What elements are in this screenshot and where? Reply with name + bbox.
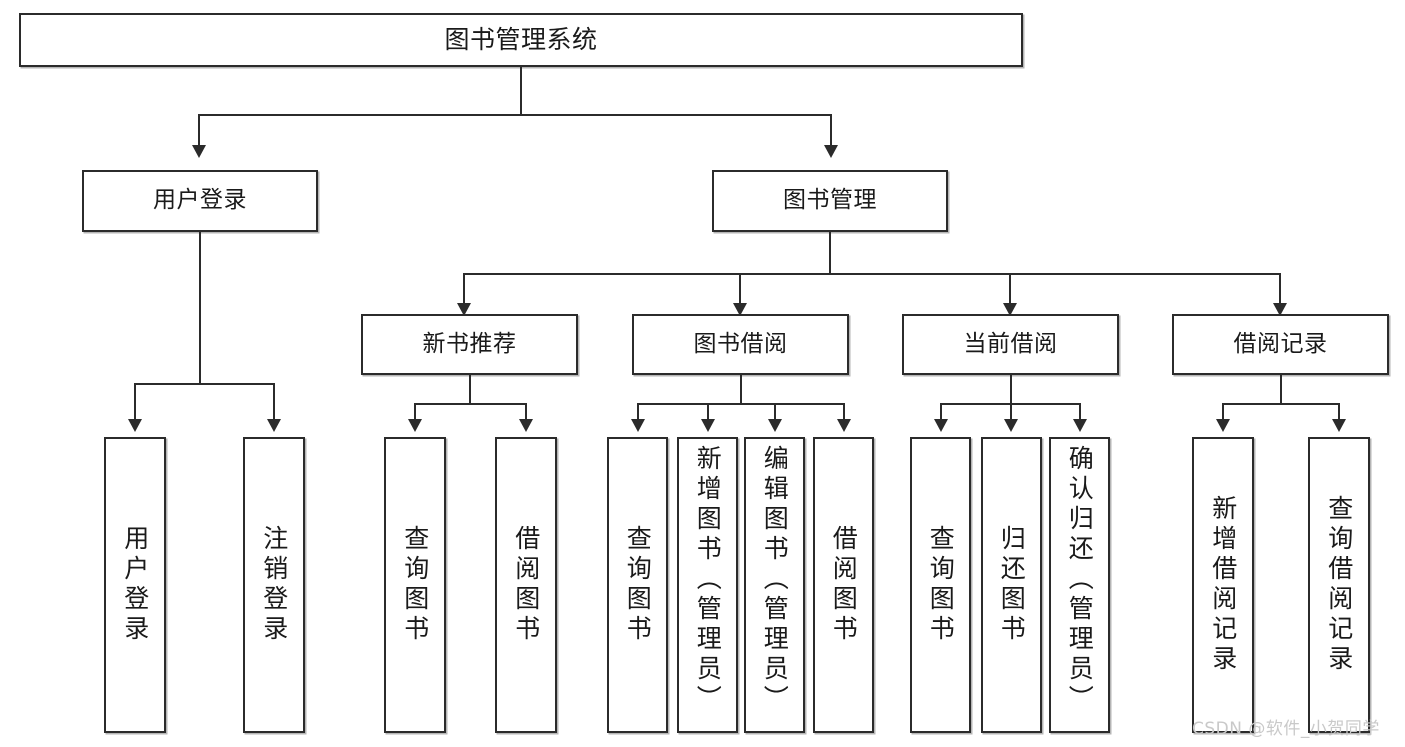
node-label: 当前借阅 (963, 330, 1058, 357)
arrowhead-bb-leaf-4 (837, 419, 851, 432)
node-label: 编辑图书（管理员） (760, 445, 790, 715)
node-book-management[interactable]: 图书管理 (712, 170, 948, 232)
connector-bm-to-new-book (463, 273, 465, 305)
node-label: 新增图书（管理员） (693, 445, 723, 715)
leaf-confirm-return-admin[interactable]: 确认归还（管理员） (1049, 437, 1110, 733)
connector-user-login-stem (199, 232, 201, 384)
connector-root-stem (520, 67, 522, 115)
arrowhead-current-borrow (1003, 303, 1017, 316)
connector-book-borrow-stem (740, 375, 742, 404)
connector-bb-to-leaf-3 (774, 403, 776, 421)
node-label: 查询借阅记录 (1324, 495, 1354, 675)
connector-cb-to-leaf-1 (940, 403, 942, 421)
node-label: 借阅记录 (1233, 330, 1328, 357)
node-label: 注销登录 (259, 525, 289, 645)
connector-current-borrow-stem (1010, 375, 1012, 404)
node-label: 新书推荐 (422, 330, 517, 357)
node-label: 确认归还（管理员） (1065, 445, 1095, 715)
node-label: 新增借阅记录 (1208, 495, 1238, 675)
arrowhead-cb-leaf-2 (1004, 419, 1018, 432)
leaf-query-borrow-record[interactable]: 查询借阅记录 (1308, 437, 1370, 733)
node-label: 用户登录 (153, 187, 247, 214)
leaf-borrow-book[interactable]: 借阅图书 (813, 437, 874, 733)
leaf-borrow-book-recommend[interactable]: 借阅图书 (495, 437, 557, 733)
leaf-logout[interactable]: 注销登录 (243, 437, 305, 733)
connector-book-borrow-bus (637, 403, 844, 405)
leaf-query-book-current[interactable]: 查询图书 (910, 437, 971, 733)
connector-bb-to-leaf-4 (843, 403, 845, 421)
node-label: 查询图书 (400, 525, 430, 645)
connector-cb-to-leaf-3 (1079, 403, 1081, 421)
node-borrow-record[interactable]: 借阅记录 (1172, 314, 1389, 375)
node-label: 查询图书 (623, 525, 653, 645)
node-book-borrow[interactable]: 图书借阅 (632, 314, 849, 375)
connector-user-login-to-leaf-1 (134, 383, 136, 421)
arrowhead-br-leaf-1 (1216, 419, 1230, 432)
arrowhead-cb-leaf-3 (1073, 419, 1087, 432)
node-label: 查询图书 (926, 525, 956, 645)
arrowhead-book-management (824, 145, 838, 158)
connector-borrow-record-stem (1280, 375, 1282, 404)
node-label: 用户登录 (120, 525, 150, 645)
connector-root-to-book-management (830, 114, 832, 147)
arrowhead-book-borrow (733, 303, 747, 316)
node-new-book-recommend[interactable]: 新书推荐 (361, 314, 578, 375)
connector-user-login-to-leaf-2 (273, 383, 275, 421)
leaf-query-book[interactable]: 查询图书 (607, 437, 668, 733)
node-label: 图书管理系统 (444, 25, 598, 54)
node-current-borrow[interactable]: 当前借阅 (902, 314, 1119, 375)
connector-bm-to-borrow-record (1279, 273, 1281, 305)
leaf-return-book[interactable]: 归还图书 (981, 437, 1042, 733)
connector-root-to-user-login (198, 114, 200, 147)
connector-borrow-record-bus (1222, 403, 1339, 405)
connector-nb-to-leaf-1 (414, 403, 416, 421)
arrowhead-nb-leaf-2 (519, 419, 533, 432)
node-book-management-system[interactable]: 图书管理系统 (19, 13, 1023, 67)
connector-book-management-bus (463, 273, 1280, 275)
node-label: 图书借阅 (693, 330, 788, 357)
connector-cb-to-leaf-2 (1010, 403, 1012, 421)
connector-bb-to-leaf-2 (707, 403, 709, 421)
connector-user-login-bus (134, 383, 275, 385)
connector-book-management-stem (829, 232, 831, 274)
leaf-user-login[interactable]: 用户登录 (104, 437, 166, 733)
node-label: 借阅图书 (829, 525, 859, 645)
arrowhead-bb-leaf-1 (631, 419, 645, 432)
arrowhead-bb-leaf-3 (768, 419, 782, 432)
connector-bm-to-current-borrow (1009, 273, 1011, 305)
connector-bm-to-book-borrow (739, 273, 741, 305)
arrowhead-br-leaf-2 (1332, 419, 1346, 432)
leaf-query-book-recommend[interactable]: 查询图书 (384, 437, 446, 733)
leaf-edit-book-admin[interactable]: 编辑图书（管理员） (744, 437, 805, 733)
arrowhead-user-login (192, 145, 206, 158)
leaf-add-borrow-record[interactable]: 新增借阅记录 (1192, 437, 1254, 733)
node-label: 借阅图书 (511, 525, 541, 645)
connector-nb-to-leaf-2 (525, 403, 527, 421)
connector-root-bus (198, 114, 832, 116)
leaf-add-book-admin[interactable]: 新增图书（管理员） (677, 437, 738, 733)
connector-bb-to-leaf-1 (637, 403, 639, 421)
arrowhead-leaf-logout (267, 419, 281, 432)
arrowhead-new-book-recommend (457, 303, 471, 316)
arrowhead-borrow-record (1273, 303, 1287, 316)
connector-br-to-leaf-1 (1222, 403, 1224, 421)
arrowhead-leaf-user-login (128, 419, 142, 432)
connector-new-book-bus (414, 403, 526, 405)
node-user-login[interactable]: 用户登录 (82, 170, 318, 232)
node-label: 图书管理 (783, 187, 877, 214)
connector-new-book-stem (469, 375, 471, 404)
node-label: 归还图书 (997, 525, 1027, 645)
connector-br-to-leaf-2 (1338, 403, 1340, 421)
arrowhead-nb-leaf-1 (408, 419, 422, 432)
arrowhead-bb-leaf-2 (701, 419, 715, 432)
arrowhead-cb-leaf-1 (934, 419, 948, 432)
